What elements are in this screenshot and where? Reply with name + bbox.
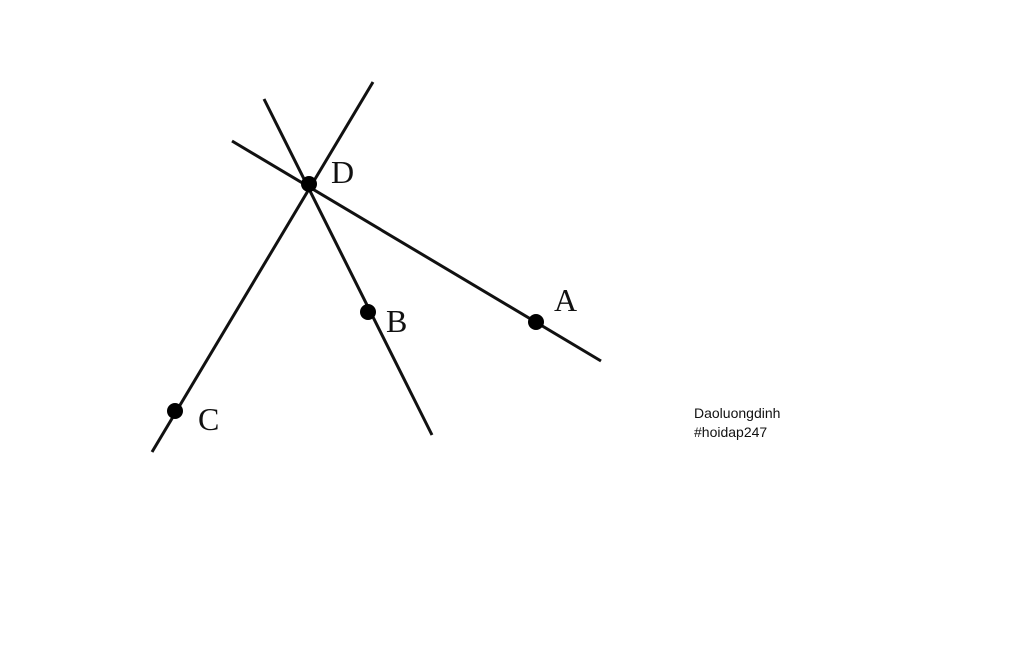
watermark: Daoluongdinh #hoidap247	[694, 404, 780, 442]
watermark-tag: #hoidap247	[694, 424, 768, 440]
point-label-b: B	[386, 303, 407, 339]
point-d	[301, 176, 317, 192]
line-through-d-and-a	[231, 139, 602, 363]
point-b	[360, 304, 376, 320]
point-c	[167, 403, 183, 419]
point-label-a: A	[554, 282, 577, 318]
line-through-d-and-c	[150, 81, 375, 453]
point-a	[528, 314, 544, 330]
point-label-d: D	[331, 154, 354, 190]
line-through-d-and-b	[262, 98, 434, 436]
point-label-c: C	[198, 401, 219, 437]
watermark-author: Daoluongdinh	[694, 405, 781, 421]
